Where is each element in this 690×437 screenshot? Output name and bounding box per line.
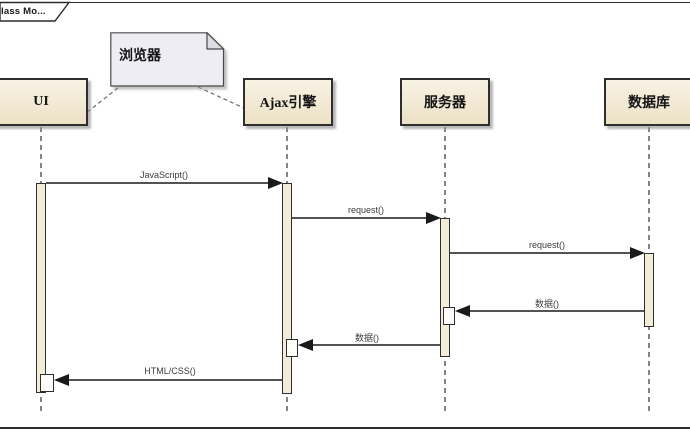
message-label-request-2: request() (528, 240, 566, 250)
actor-box-ajax-engine[interactable]: Ajax引擎 (243, 78, 333, 126)
arrowhead-request-2-icon (630, 247, 645, 259)
arrowhead-data-1-icon (455, 305, 470, 317)
frame-label: lass Mo... (1, 6, 46, 17)
nested-activation-server[interactable] (443, 307, 455, 325)
arrowhead-data-2-icon (298, 339, 313, 351)
arrowhead-javascript-icon (268, 177, 283, 189)
frame-bottom-border (0, 427, 690, 429)
message-label-data-2: 数据() (355, 333, 379, 343)
note-connector-ajax (197, 86, 247, 110)
frame-label-tab[interactable] (0, 0, 90, 26)
note-folded-corner-icon (206, 31, 225, 50)
frame-top-border (0, 2, 690, 3)
activation-ui[interactable] (36, 183, 46, 393)
actor-box-database[interactable]: 数据库 (604, 78, 690, 126)
note-browser[interactable]: 浏览器 (110, 31, 228, 90)
nested-activation-ajax-engine[interactable] (286, 339, 298, 357)
actor-name-server: 服务器 (424, 96, 466, 111)
message-label-request-1: request() (347, 205, 385, 215)
message-label-data-1: 数据() (535, 299, 559, 309)
note-text: 浏览器 (119, 49, 161, 64)
actor-box-ui[interactable]: UI (0, 78, 88, 126)
actor-name-ajax-engine: Ajax引擎 (259, 96, 317, 111)
activation-server[interactable] (440, 218, 450, 357)
note-shape (110, 31, 225, 87)
actor-name-database: 数据库 (628, 96, 670, 111)
arrowhead-htmlcss-icon (54, 374, 69, 386)
activation-ajax-engine[interactable] (282, 183, 292, 394)
actor-name-ui: UI (33, 94, 49, 109)
actor-box-server[interactable]: 服务器 (400, 78, 490, 126)
message-label-javascript: JavaScript() (139, 170, 189, 180)
nested-activation-ui[interactable] (40, 374, 54, 392)
activation-database[interactable] (644, 253, 654, 327)
message-label-htmlcss: HTML/CSS() (144, 366, 196, 376)
arrowhead-request-1-icon (426, 212, 441, 224)
